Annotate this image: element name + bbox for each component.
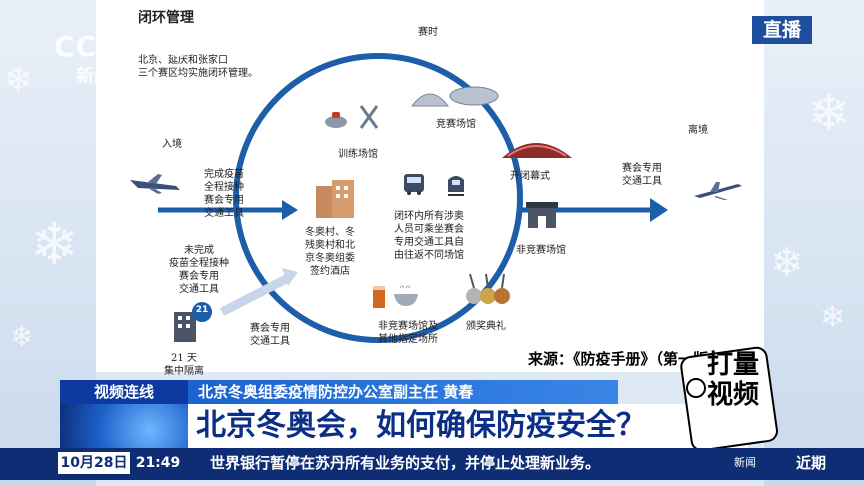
- medal-ceremony-label: 颁奖典礼: [466, 321, 506, 332]
- quarantine-arrow-line: [219, 273, 291, 317]
- unvaccinated-text: 疫苗全程接种: [169, 258, 229, 269]
- quarantine-text: 集中隔离: [164, 366, 204, 377]
- vaccinated-text: 全程接种: [204, 182, 244, 193]
- opening-closing-label: 开闭幕式: [510, 171, 550, 182]
- exit-transport-text: 赛会专用: [622, 163, 662, 174]
- snowflake-icon: ❄: [30, 210, 79, 278]
- transport-text: 交通工具: [250, 336, 290, 347]
- snowflake-icon: ❄: [808, 84, 850, 142]
- unvaccinated-text: 赛会专用: [179, 271, 219, 282]
- background-right: [764, 0, 864, 486]
- ticker-text: 世界银行暂停在苏丹所有业务的支付，并停止处理新业务。: [210, 454, 601, 472]
- inside-text: 由往返不同场馆: [394, 250, 464, 261]
- exit-transport-text: 交通工具: [622, 176, 662, 187]
- train-icon: [444, 172, 468, 200]
- skis-icon: [358, 104, 380, 134]
- brand-text: 打量视频: [706, 350, 759, 410]
- airplane-icon: [128, 172, 182, 198]
- live-badge: 直播: [752, 16, 812, 44]
- birds-nest-stadium-icon: [500, 134, 574, 168]
- vaccinated-text: 赛会专用: [204, 195, 244, 206]
- segment-label-bg: [60, 380, 188, 404]
- ticker-recent-label: 近期: [796, 454, 827, 472]
- building-icon: [526, 200, 558, 232]
- stadium-icon: [410, 80, 500, 112]
- other-places-text: 非竞赛场馆及: [378, 321, 438, 332]
- food-bowl-icon: [392, 284, 420, 312]
- inside-text: 专用交通工具自: [394, 237, 464, 248]
- ticker-logo: 新闻: [734, 456, 756, 469]
- segment-label: 视频连线: [93, 383, 154, 401]
- quarantine-text: 21 天: [171, 353, 197, 364]
- snowflake-icon: ❄: [10, 320, 34, 353]
- during-games-label: 赛时: [418, 27, 438, 38]
- globe-graphic: [60, 404, 188, 448]
- exit-arrow-head: [650, 198, 668, 222]
- vaccinated-text: 完成疫苗: [204, 169, 244, 180]
- cctv-logo-sub: 新闻: [76, 66, 112, 87]
- news-ticker: [0, 448, 864, 480]
- airplane-icon: [690, 178, 744, 204]
- headline: 北京冬奥会，如何确保防疫安全？: [188, 404, 748, 448]
- competition-venue-label: 竞赛场馆: [436, 119, 476, 130]
- village-text: 冬奥村、冬: [305, 227, 355, 238]
- training-venue-label: 训练场馆: [338, 149, 378, 160]
- section-title: 闭环管理: [138, 10, 194, 26]
- village-text: 签约酒店: [310, 266, 350, 277]
- cctv-logo: CCTV 13: [54, 30, 192, 63]
- transport-text: 赛会专用: [250, 323, 290, 334]
- ticker-date: 10月28日: [58, 452, 130, 474]
- quarantine-badge: 21: [195, 305, 209, 315]
- diagram-page: 闭环管理 北京、延庆和张家口 三个赛区均实施闭环管理。 赛时 入境 完成疫苗 全…: [96, 0, 764, 377]
- brand-overlay: 打量视频: [676, 338, 786, 458]
- source-caption: 来源：《防疫手册》（第一版: [528, 350, 709, 368]
- hotel-icon: [314, 178, 356, 222]
- intro-text: 三个赛区均实施闭环管理。: [138, 68, 258, 79]
- intro-text: 北京、延庆和张家口: [138, 55, 228, 66]
- exit-label: 离境: [688, 125, 708, 136]
- speaker-name: 北京冬奥组委疫情防控办公室副主任 黄春: [188, 380, 618, 404]
- snowflake-icon: ❄: [770, 240, 804, 286]
- village-text: 京冬奥组委: [305, 253, 355, 264]
- vaccinated-text: 交通工具: [204, 208, 244, 219]
- inside-text: 人员可乘坐赛会: [394, 224, 464, 235]
- quarantine-hotel-icon: [172, 302, 216, 346]
- unvaccinated-text: 未完成: [184, 245, 214, 256]
- closed-loop-diagram: [158, 53, 668, 343]
- other-places-text: 其他指定场所: [378, 334, 438, 345]
- inside-text: 闭环内所有涉奥: [394, 211, 464, 222]
- bus-icon: [402, 172, 426, 200]
- entry-arrow-head: [282, 200, 298, 220]
- curling-stone-icon: [324, 108, 348, 132]
- ticker-time: 21:49: [135, 455, 181, 471]
- non-competition-venue-label: 非竞赛场馆: [516, 245, 566, 256]
- unvaccinated-text: 交通工具: [179, 284, 219, 295]
- snowflake-icon: ❄: [4, 60, 33, 100]
- medals-icon: [464, 272, 512, 312]
- village-text: 残奥村和北: [305, 240, 355, 251]
- closed-loop-ring: [233, 53, 523, 343]
- snowflake-icon: ❄: [820, 300, 846, 335]
- drink-icon: [370, 284, 388, 314]
- quarantine-arrow-head: [282, 268, 298, 286]
- entry-label: 入境: [162, 139, 182, 150]
